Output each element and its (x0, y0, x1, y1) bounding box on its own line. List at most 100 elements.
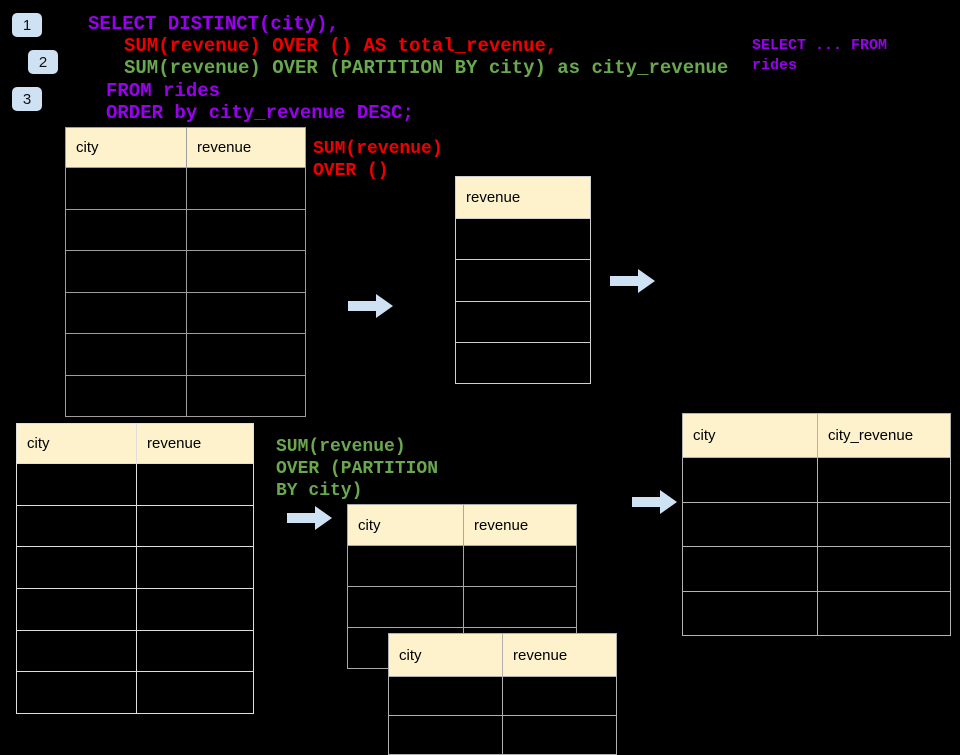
empty-cell (388, 676, 503, 716)
right-arrow-icon (632, 489, 678, 515)
total-revenue-table: revenue (455, 176, 591, 385)
right-arrow-icon (348, 293, 394, 319)
empty-cell (136, 504, 254, 548)
annotation-total-line-2: OVER () (313, 161, 389, 181)
empty-cell (16, 671, 137, 715)
empty-cell (136, 463, 254, 506)
empty-cell (65, 374, 187, 417)
column-header: revenue (136, 423, 254, 464)
empty-cell (455, 217, 591, 261)
step-badge-1: 1 (12, 13, 42, 37)
table-row (682, 501, 951, 547)
empty-cell (186, 208, 306, 251)
table-row (65, 291, 306, 334)
annotation-partition-line-2: OVER (PARTITION (276, 459, 439, 479)
empty-cell (388, 715, 503, 755)
annotation-total-line-1: SUM(revenue) (313, 139, 443, 159)
table-row (16, 588, 254, 631)
empty-cell (455, 300, 591, 343)
table-row (388, 715, 617, 755)
sql-line-order: ORDER by city_revenue DESC; (106, 102, 414, 124)
empty-cell (65, 208, 187, 251)
empty-cell (463, 586, 577, 628)
empty-cell (817, 457, 951, 503)
table-row (455, 259, 591, 302)
table-row (16, 671, 254, 715)
empty-cell (817, 546, 951, 592)
empty-cell (682, 590, 818, 636)
empty-cell (502, 715, 617, 755)
column-header: city (388, 633, 503, 677)
table-row (347, 586, 577, 628)
table-row (455, 217, 591, 261)
table-row (455, 300, 591, 343)
empty-cell (16, 546, 137, 590)
side-note-line-1: SELECT ... FROM (752, 37, 888, 54)
table-row (682, 590, 951, 636)
empty-cell (186, 333, 306, 376)
column-header: revenue (186, 127, 306, 168)
empty-cell (682, 457, 818, 503)
annotation-partition-line-3: BY city) (276, 481, 363, 501)
table-row (65, 208, 306, 251)
step-badge-3: 3 (12, 87, 42, 111)
column-header: revenue (502, 633, 617, 677)
table-row (65, 374, 306, 417)
empty-cell (65, 250, 187, 293)
empty-cell (347, 586, 464, 628)
empty-cell (136, 671, 254, 715)
right-arrow-icon (610, 268, 656, 294)
empty-cell (817, 501, 951, 547)
empty-cell (65, 333, 187, 376)
empty-cell (455, 259, 591, 302)
empty-cell (16, 588, 137, 631)
sql-line-select: SELECT DISTINCT(city), (88, 13, 339, 35)
empty-cell (186, 167, 306, 210)
empty-cell (455, 341, 591, 385)
empty-cell (682, 546, 818, 592)
table-row (682, 457, 951, 503)
table-row (388, 676, 617, 716)
empty-cell (136, 546, 254, 590)
column-header: city_revenue (817, 413, 951, 458)
column-header: city (16, 423, 137, 464)
annotation-partition-line-1: SUM(revenue) (276, 437, 406, 457)
sql-line-total: SUM(revenue) OVER () AS total_revenue, (124, 35, 558, 57)
column-header: revenue (455, 176, 591, 219)
column-header: city (65, 127, 187, 168)
table-row (65, 333, 306, 376)
empty-cell (16, 504, 137, 548)
table-row (16, 504, 254, 548)
step-badge-2: 2 (28, 50, 58, 74)
header-row: revenue (455, 176, 591, 219)
sql-line-from: FROM rides (106, 80, 221, 102)
empty-cell (65, 167, 187, 210)
empty-cell (502, 676, 617, 716)
empty-cell (136, 629, 254, 673)
empty-cell (682, 501, 818, 547)
table-row (16, 463, 254, 506)
empty-cell (16, 629, 137, 673)
empty-cell (186, 291, 306, 334)
empty-cell (817, 590, 951, 636)
table-row (65, 250, 306, 293)
table-row (455, 341, 591, 385)
table-row (16, 546, 254, 590)
table-row (16, 629, 254, 673)
empty-cell (65, 291, 187, 334)
column-header: revenue (463, 504, 577, 546)
side-note-line-2: rides (752, 57, 798, 74)
empty-cell (16, 463, 137, 506)
empty-cell (186, 250, 306, 293)
right-arrow-icon (287, 505, 333, 531)
sql-line-partition: SUM(revenue) OVER (PARTITION BY city) as… (124, 57, 729, 79)
column-header: city (682, 413, 818, 458)
